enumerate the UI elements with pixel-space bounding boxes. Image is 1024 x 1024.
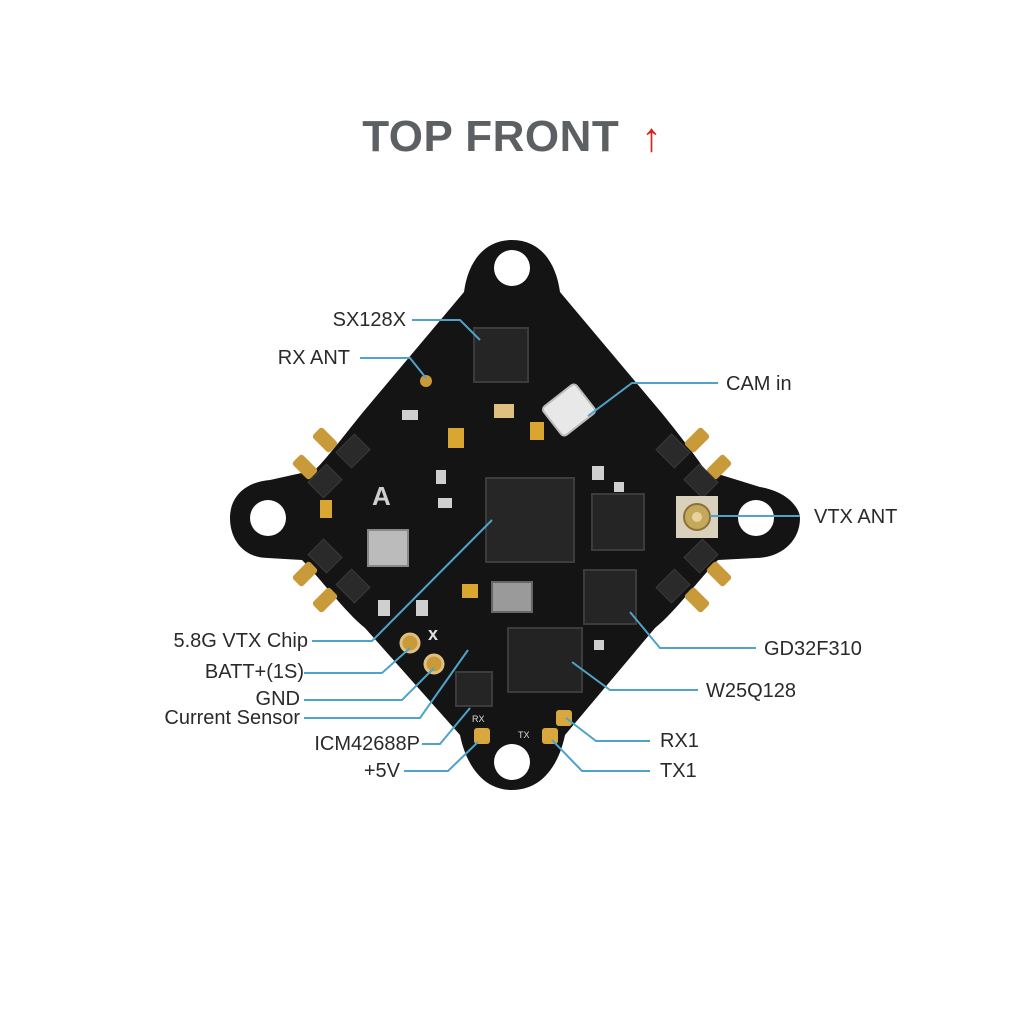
gd32-chip [583,569,637,625]
mount-hole-right [738,500,774,536]
sx128x-chip [473,327,529,383]
mcu-chip [485,477,575,563]
inductor [367,529,409,567]
silkscreen-mark: x [428,624,438,644]
callout-vtx-ant: VTX ANT [814,506,898,528]
callout-vtx-chip: 5.8G VTX Chip [173,630,308,652]
callout-tx1: TX1 [660,760,697,782]
callout-5v: +5V [363,760,400,782]
callout-batt: BATT+(1S) [204,661,304,683]
callout-current-sensor: Current Sensor [164,707,300,729]
callout-rx1: RX1 [660,730,699,752]
ipex-center [692,512,702,522]
rx1-pad [556,710,572,726]
esc-mosfets [307,433,719,604]
callout-sx128x: SX128X [332,309,406,331]
silkscreen-tx: TX [518,730,530,740]
tx1-pad [542,728,558,744]
mount-hole-bottom [494,744,530,780]
leader-sx128x [412,319,481,341]
cam-connector [541,383,597,437]
callout-w25q: W25Q128 [706,680,797,702]
flash-chip [507,627,583,693]
leader-cam-in [587,382,718,417]
callout-icm: ICM42688P [314,733,420,755]
leader-icm [422,707,471,745]
diagram-title: TOP FRONT ↑ [0,112,1024,162]
mount-hole-top [494,250,530,286]
passive-components [320,404,624,650]
callout-gnd: GND [255,688,300,710]
vtx-chip [591,493,645,551]
leader-vtx-chip [312,519,493,642]
motor-pads [292,427,732,613]
mount-hole-left [250,500,286,536]
leader-current [304,649,469,719]
leader-w25q [571,661,698,691]
callout-rx-ant: RX ANT [277,347,350,369]
front-arrow-icon: ↑ [641,116,662,160]
leader-gd32 [629,611,756,649]
rx-ant-pad [420,375,432,387]
silkscreen-logo: A [372,481,391,511]
gnd-pad [423,653,445,675]
leader-gnd [304,667,435,701]
leader-rx-ant [360,357,427,379]
leader-5v [404,741,479,772]
title-text: TOP FRONT [362,112,620,161]
leader-rx1 [565,717,650,742]
crystal [491,581,533,613]
leader-tx1 [551,739,650,772]
leader-batt [304,647,411,674]
batt-pad [399,632,421,654]
icm-chip [455,671,493,707]
silkscreen-rx: RX [472,714,485,724]
5v-pad [474,728,490,744]
callout-gd32: GD32F310 [764,638,862,660]
callout-cam-in: CAM in [726,373,792,395]
leader-lines [304,319,800,772]
